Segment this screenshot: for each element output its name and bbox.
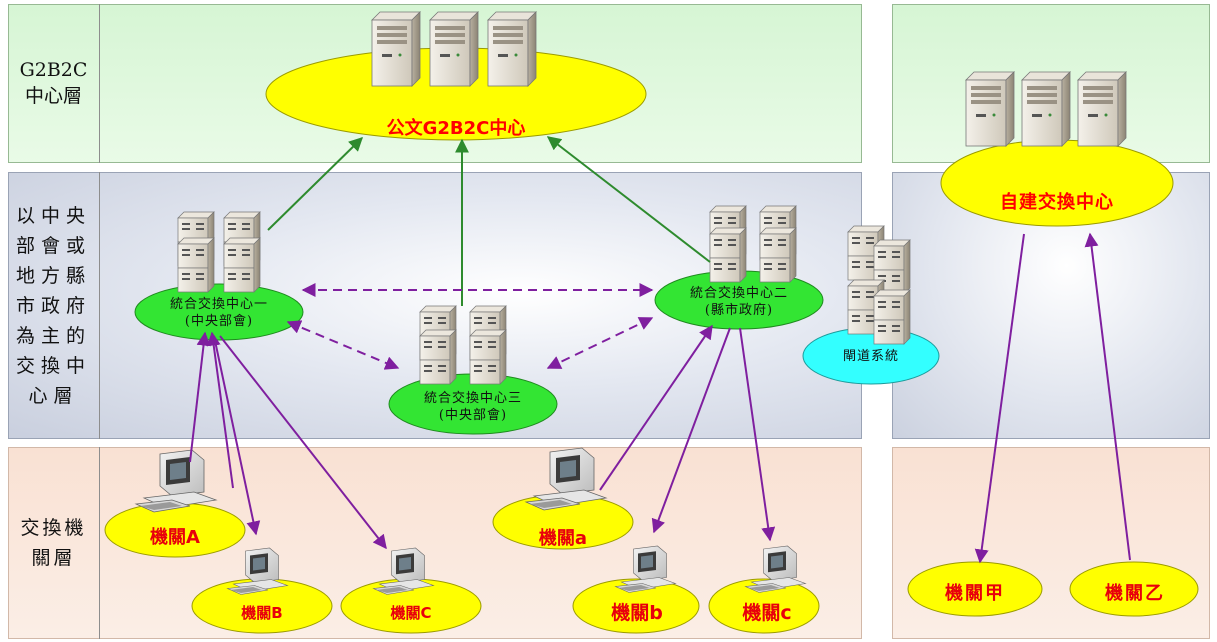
hub1-server-icon — [177, 211, 261, 293]
hub3-org: (中央部會) — [438, 408, 508, 423]
agency-b-ellipse — [572, 578, 700, 634]
hub2-label: 統合交換中心二 (縣市政府) — [659, 285, 819, 319]
layer-label-exchange: 以中央 部會或 地方縣 市政府 為主的 交換中 心層 — [8, 172, 100, 439]
hub1-org: (中央部會) — [184, 314, 254, 329]
arrow-yi-to-self — [1084, 232, 1131, 561]
hub2-server-icon — [709, 205, 797, 283]
agency-C-label: 機關C — [390, 604, 432, 622]
arrow-hub2-to-c — [739, 327, 776, 542]
agency-jia-label: 機關甲 — [945, 583, 1005, 604]
agency-yi-label: 機關乙 — [1105, 583, 1165, 604]
arrow-hub3-hub2 — [546, 317, 654, 369]
self-built-center-label: 自建交換中心 — [1000, 192, 1114, 213]
hub-link-arrows — [286, 283, 654, 370]
arrow-hub2-to-b — [651, 327, 731, 534]
agency-c-ellipse — [708, 578, 820, 634]
arrow-hub1-to-main — [267, 137, 364, 231]
arrow-A-to-hub1 — [189, 331, 211, 463]
arrow-self-to-jia — [974, 233, 1025, 564]
hub2-org: (縣市政府) — [704, 303, 774, 318]
agency-c-label: 機關c — [742, 602, 792, 624]
layer-label-agency: 交換機 關層 — [8, 447, 100, 639]
agency-yi-ellipse — [1069, 561, 1199, 617]
arrow-hub1-hub3 — [286, 320, 400, 370]
gateway-server-icon — [847, 225, 911, 345]
arrow-A-to-hub1-b — [206, 331, 234, 489]
main-server-icon — [371, 11, 537, 87]
hub3-name: 統合交換中心三 — [423, 391, 522, 406]
agency-A-computer-icon — [135, 449, 217, 513]
gateway-label: 閘道系統 — [842, 349, 899, 364]
main-center-label: 公文G2B2C中心 — [386, 118, 526, 139]
agency-link-arrows — [189, 232, 1131, 564]
hub2-name: 統合交換中心二 — [689, 286, 788, 301]
layer-label-g2b2c: G2B2C 中心層 — [8, 4, 100, 163]
hub3-server-icon — [419, 305, 507, 385]
arrow-hub1-to-C — [219, 335, 387, 550]
agency-b-label: 機關b — [611, 602, 663, 624]
arrow-hub2-to-main — [546, 136, 711, 263]
hub3-label: 統合交換中心三 (中央部會) — [393, 390, 553, 424]
green-arrows — [267, 136, 711, 306]
self-built-server-icon — [965, 71, 1127, 147]
arrow-a-to-hub2 — [599, 324, 713, 491]
arrow-hub1-to-B — [213, 335, 261, 536]
hub1-label: 統合交換中心一 (中央部會) — [139, 296, 299, 330]
agency-a-label: 機關a — [538, 528, 588, 549]
agency-A-label: 機關A — [150, 527, 200, 548]
hub1-name: 統合交換中心一 — [169, 297, 268, 312]
agency-B-label: 機關B — [241, 604, 283, 622]
